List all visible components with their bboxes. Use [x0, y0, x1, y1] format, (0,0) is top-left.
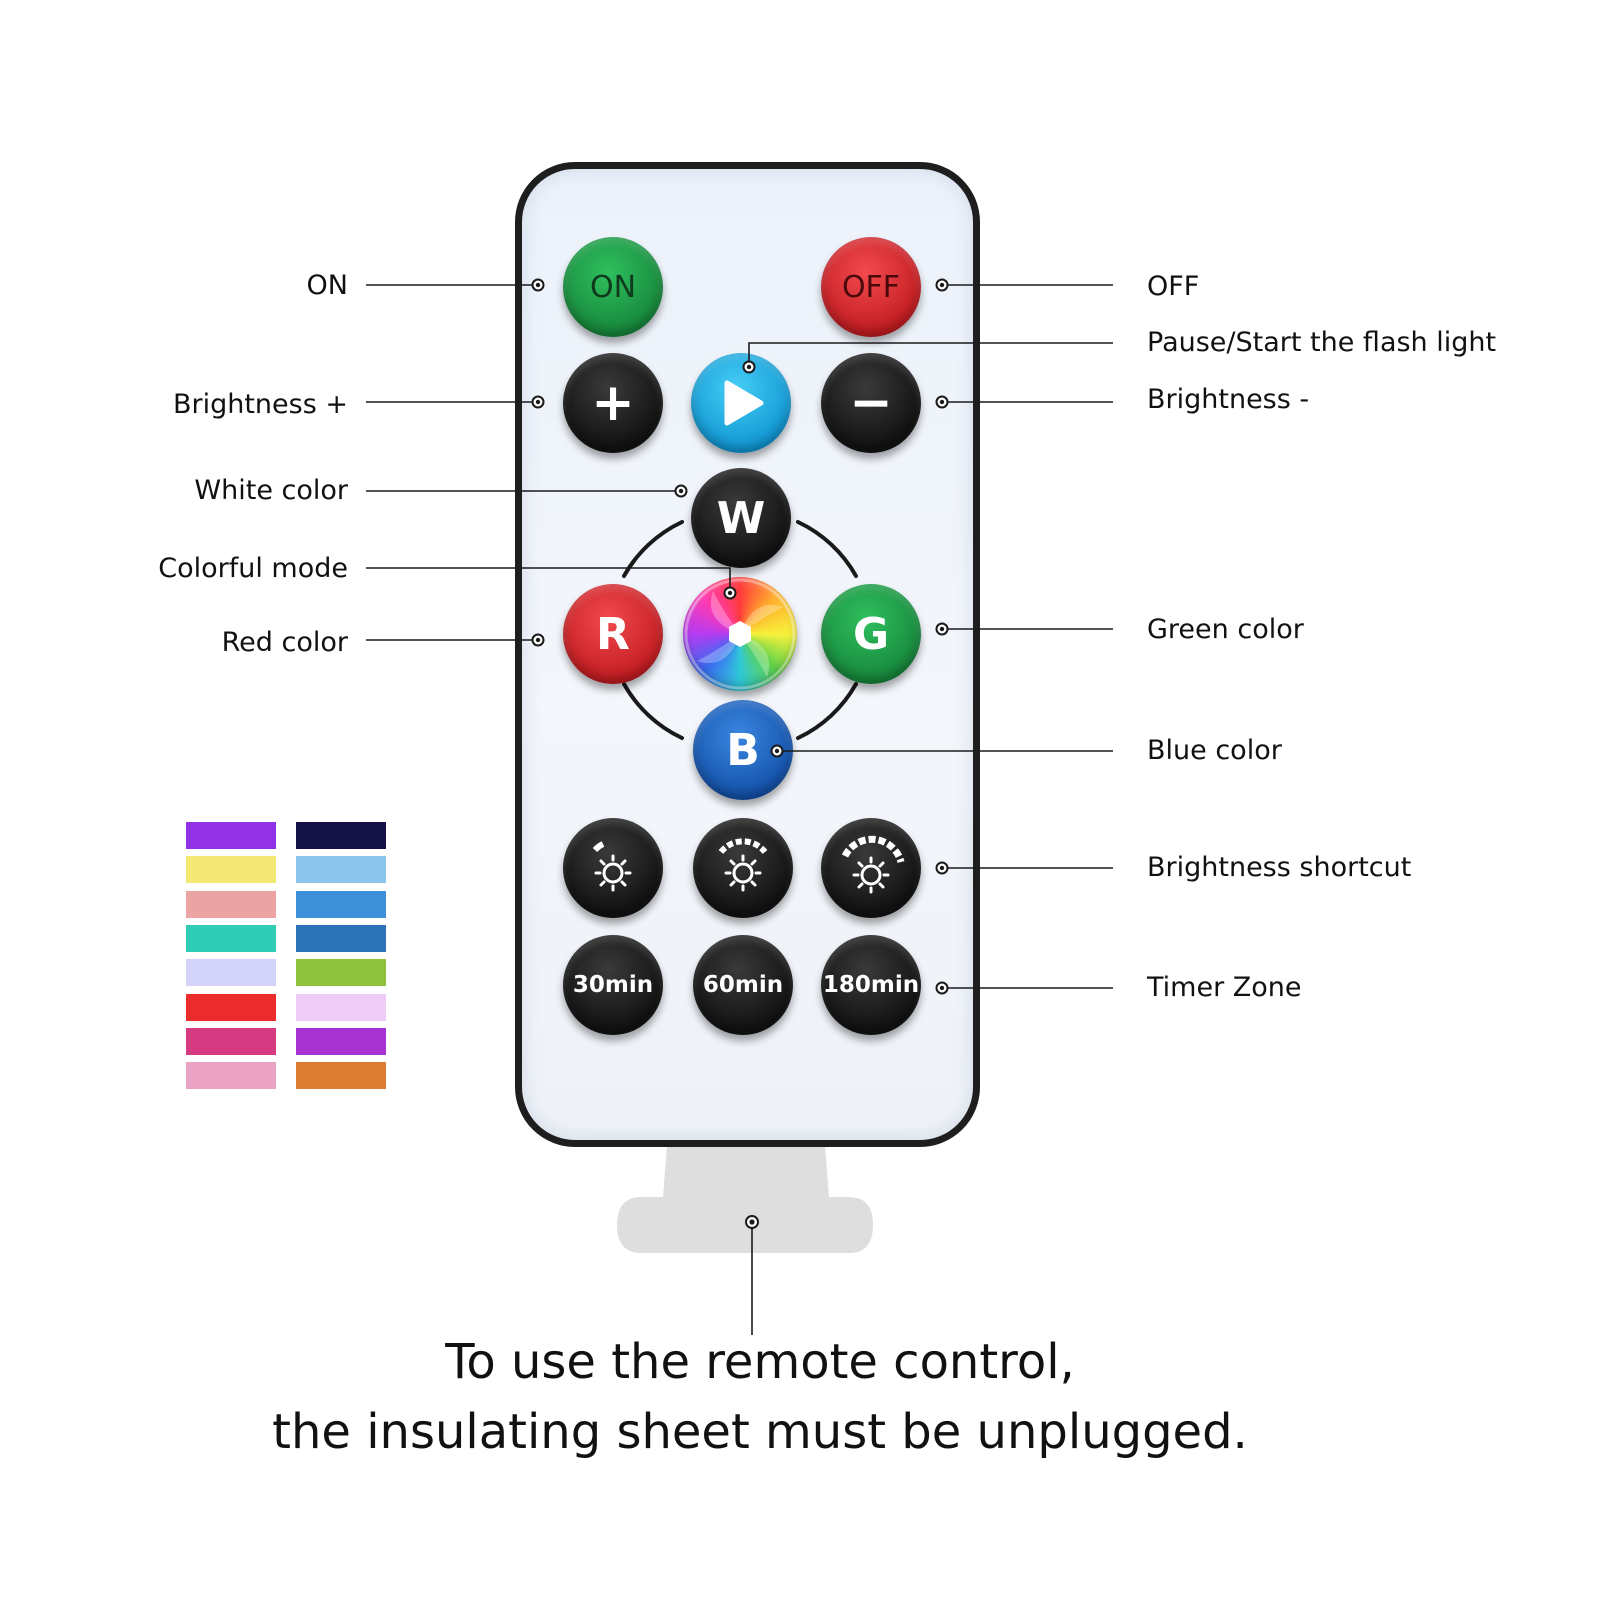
off-button-label: OFF — [841, 269, 901, 305]
timer-30-label: 30min — [572, 972, 654, 998]
color-swatch — [186, 924, 276, 952]
color-swatch — [296, 856, 386, 884]
label-red-color: Red color — [221, 627, 348, 658]
white-color-button[interactable]: W — [691, 468, 791, 568]
insulating-sheet — [617, 1145, 873, 1253]
color-swatch — [296, 890, 386, 918]
blue-button-label: B — [726, 724, 760, 776]
blue-color-button[interactable]: B — [693, 700, 793, 800]
color-swatch — [296, 959, 386, 987]
color-swatch — [296, 1027, 386, 1055]
label-white-color: White color — [194, 475, 348, 506]
color-swatch — [186, 959, 276, 987]
label-colorful-mode: Colorful mode — [158, 553, 348, 584]
brightness-plus-button[interactable]: + — [563, 353, 663, 453]
color-swatch — [186, 1062, 276, 1090]
brightness-minus-label: − — [849, 373, 893, 433]
brightness-shortcut-high-button[interactable] — [821, 818, 921, 918]
brightness-shortcut-mid-button[interactable] — [693, 818, 793, 918]
red-color-button[interactable]: R — [563, 584, 663, 684]
sun-icon — [592, 841, 632, 892]
label-brightness-plus: Brightness + — [172, 389, 348, 420]
color-swatch — [296, 924, 386, 952]
red-button-label: R — [596, 608, 630, 660]
color-swatch — [186, 822, 276, 849]
brightness-minus-button[interactable]: − — [821, 353, 921, 453]
on-button-label: ON — [589, 269, 637, 305]
timer-180-button[interactable]: 180min — [821, 935, 921, 1035]
timer-60-button[interactable]: 60min — [693, 935, 793, 1035]
color-swatch — [186, 1027, 276, 1055]
color-wheel-icon — [684, 578, 796, 690]
color-swatch — [186, 856, 276, 884]
label-brightness-shortcut: Brightness shortcut — [1147, 852, 1412, 883]
footer-line-1: To use the remote control, — [445, 1334, 1075, 1390]
play-icon — [724, 380, 764, 426]
colorful-mode-button[interactable] — [683, 577, 797, 691]
sun-icon — [718, 838, 768, 892]
play-pause-button[interactable] — [691, 353, 791, 453]
timer-60-label: 60min — [702, 972, 784, 998]
color-swatch — [186, 890, 276, 918]
white-button-label: W — [716, 492, 766, 544]
on-button[interactable]: ON — [563, 237, 663, 337]
color-swatch — [296, 1062, 386, 1090]
timer-180-label: 180min — [822, 972, 920, 998]
green-color-button[interactable]: G — [821, 584, 921, 684]
brightness-shortcut-low-button[interactable] — [563, 818, 663, 918]
label-pause-start: Pause/Start the flash light — [1147, 327, 1497, 358]
color-swatch — [186, 993, 276, 1021]
off-button[interactable]: OFF — [821, 237, 921, 337]
label-brightness-minus: Brightness - — [1147, 384, 1310, 415]
timer-30-button[interactable]: 30min — [563, 935, 663, 1035]
green-button-label: G — [852, 608, 890, 660]
color-swatch — [296, 822, 386, 849]
brightness-plus-label: + — [591, 373, 635, 433]
footer-line-2: the insulating sheet must be unplugged. — [272, 1404, 1248, 1460]
label-on: ON — [306, 270, 348, 301]
label-off: OFF — [1147, 271, 1200, 302]
label-blue-color: Blue color — [1147, 735, 1282, 766]
label-timer-zone: Timer Zone — [1147, 972, 1302, 1003]
label-green-color: Green color — [1147, 614, 1304, 645]
sun-icon — [841, 835, 905, 894]
color-swatch — [296, 993, 386, 1021]
